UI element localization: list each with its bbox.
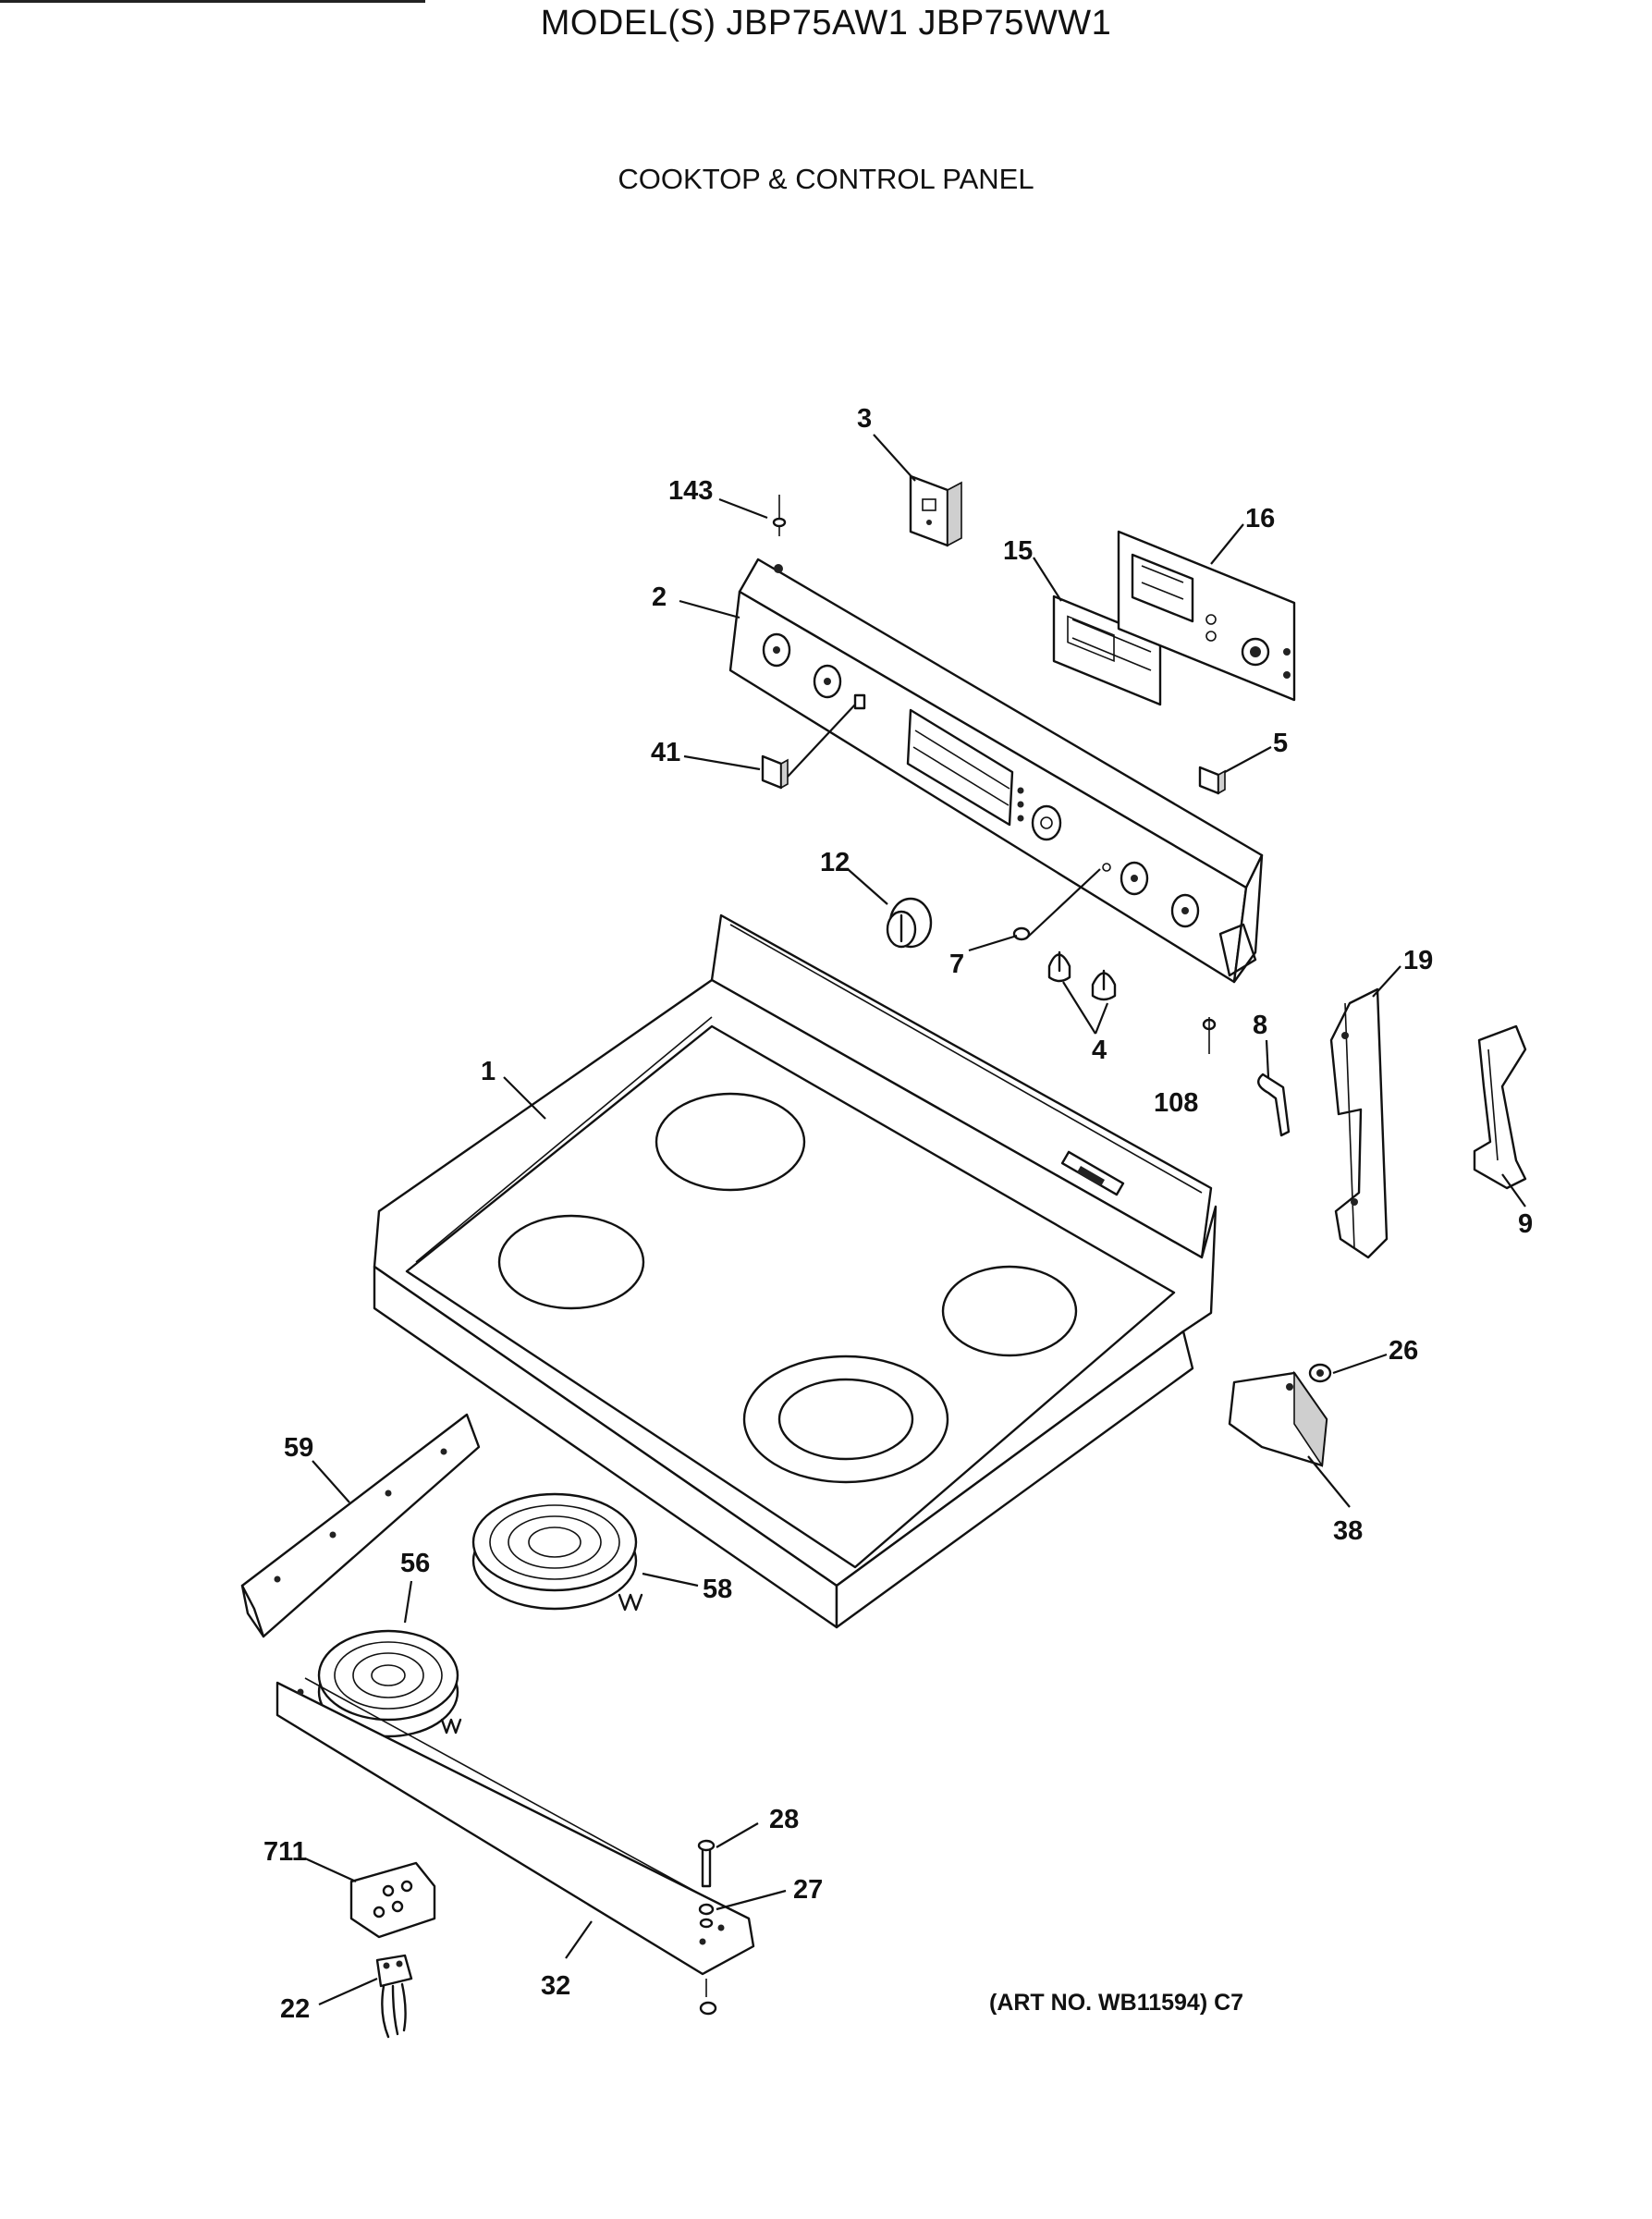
callout-1: 1 (481, 1057, 496, 1086)
art-number: (ART NO. WB11594) C7 (989, 1990, 1244, 2016)
callout-27: 27 (793, 1875, 823, 1905)
callout-26: 26 (1389, 1336, 1418, 1366)
callout-38: 38 (1333, 1516, 1363, 1546)
callout-7: 7 (949, 950, 964, 979)
part-connector-22 (375, 1954, 413, 2039)
part-terminal-box-38 (1228, 1370, 1328, 1468)
part-nut-27 (698, 1903, 717, 2016)
part-knobs-4 (1047, 950, 1117, 1001)
part-screw-143 (772, 495, 787, 536)
callout-41: 41 (651, 738, 680, 767)
model-title: MODEL(S) JBP75AW1 JBP75WW1 (540, 4, 1112, 43)
callout-9: 9 (1518, 1209, 1533, 1239)
callout-2: 2 (652, 582, 667, 612)
part-stud-28 (697, 1839, 716, 1888)
callout-3: 3 (857, 404, 872, 434)
callout-28: 28 (769, 1805, 799, 1834)
part-switch-41 (761, 754, 789, 790)
part-electronic-control-16 (1117, 530, 1296, 702)
part-7 (1012, 926, 1031, 941)
callout-12: 12 (820, 848, 850, 877)
callout-56: 56 (400, 1549, 430, 1578)
part-surface-unit-58 (471, 1492, 643, 1612)
callout-58: 58 (703, 1575, 732, 1604)
callout-5: 5 (1273, 729, 1288, 758)
part-terminal-block-711 (349, 1861, 436, 1939)
callout-19: 19 (1403, 946, 1433, 975)
part-burner-box-32 (275, 1677, 755, 1976)
callout-59: 59 (284, 1433, 313, 1463)
callout-8: 8 (1253, 1011, 1267, 1040)
callout-labels: 143 3 16 15 2 41 5 12 7 4 19 8 108 1 9 2… (263, 404, 1533, 2024)
callout-4: 4 (1092, 1036, 1107, 1065)
callout-711: 711 (263, 1837, 307, 1867)
part-bracket-5 (1198, 766, 1226, 795)
callout-22: 22 (280, 1994, 310, 2024)
part-hinge-8 (1257, 1073, 1291, 1137)
header-rule (0, 0, 425, 3)
callout-108: 108 (1154, 1088, 1198, 1118)
part-switch-3 (909, 474, 962, 547)
section-title: COOKTOP & CONTROL PANEL (618, 163, 1034, 195)
callout-16: 16 (1245, 504, 1275, 533)
part-side-bracket-19 (1329, 987, 1389, 1259)
part-control-panel (728, 558, 1264, 984)
part-surface-unit-56 (317, 1629, 462, 1738)
callout-15: 15 (1003, 536, 1033, 566)
part-end-bracket-9 (1473, 1024, 1527, 1190)
part-angle-bracket-59 (240, 1413, 481, 1638)
part-cooktop (373, 913, 1218, 1629)
part-knob-12 (886, 897, 933, 949)
part-clip-26 (1308, 1363, 1332, 1383)
part-screw-108 (1202, 1017, 1217, 1054)
callout-32: 32 (541, 1971, 570, 2001)
leader-lines (304, 434, 1526, 2006)
callout-143: 143 (668, 476, 713, 506)
